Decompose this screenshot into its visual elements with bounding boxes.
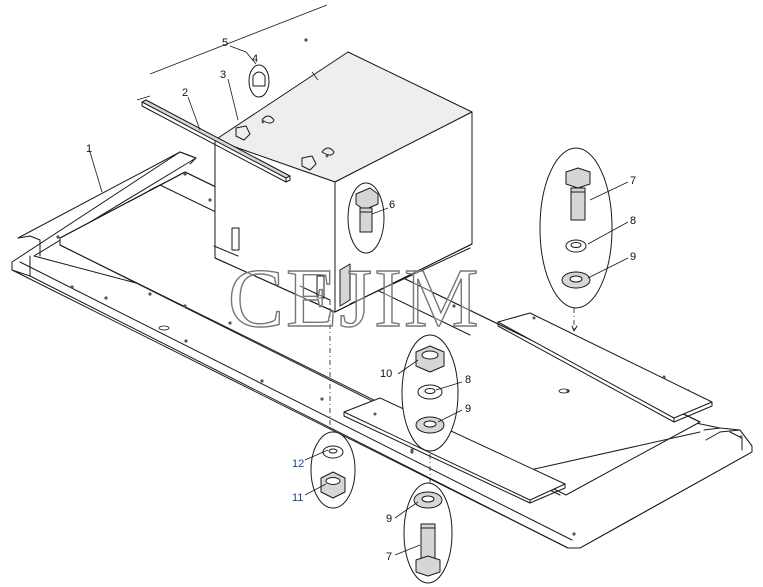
callout-6: 6 <box>389 199 395 211</box>
callout-4: 4 <box>252 53 258 65</box>
strap-part-2 <box>141 99 291 183</box>
callout-10: 10 <box>380 368 392 380</box>
reference-lines <box>136 4 578 500</box>
callout-9-top: 9 <box>630 251 636 263</box>
callout-7-top: 7 <box>630 175 636 187</box>
callout-12: 12 <box>292 458 304 470</box>
callout-8-mid: 8 <box>465 374 471 386</box>
callout-7-bottom: 7 <box>386 551 392 563</box>
mounting-plate-center <box>343 397 566 504</box>
detail-top-right-ellipse <box>539 147 613 309</box>
detail-lower-left-ellipse <box>310 431 356 509</box>
battery-box <box>213 38 473 313</box>
detail-4-ellipse <box>248 64 270 98</box>
callout-1: 1 <box>86 143 92 155</box>
callout-9-mid: 9 <box>465 403 471 415</box>
callout-8-top: 8 <box>630 215 636 227</box>
callout-3: 3 <box>220 69 226 81</box>
detail-center-ellipse <box>401 334 459 452</box>
watermark-logo: CEJIM <box>228 252 481 345</box>
leader-lines <box>89 45 629 556</box>
callout-5: 5 <box>222 37 228 49</box>
detail-6-ellipse <box>347 182 385 254</box>
callout-2: 2 <box>182 87 188 99</box>
callout-9-bottom: 9 <box>386 513 392 525</box>
detail-bottom-ellipse <box>403 482 453 584</box>
mounting-plate-right <box>497 312 713 423</box>
callout-11: 11 <box>292 492 303 504</box>
callout-labels: 1 2 3 4 5 6 7 8 9 10 8 9 12 11 9 7 <box>86 37 636 563</box>
